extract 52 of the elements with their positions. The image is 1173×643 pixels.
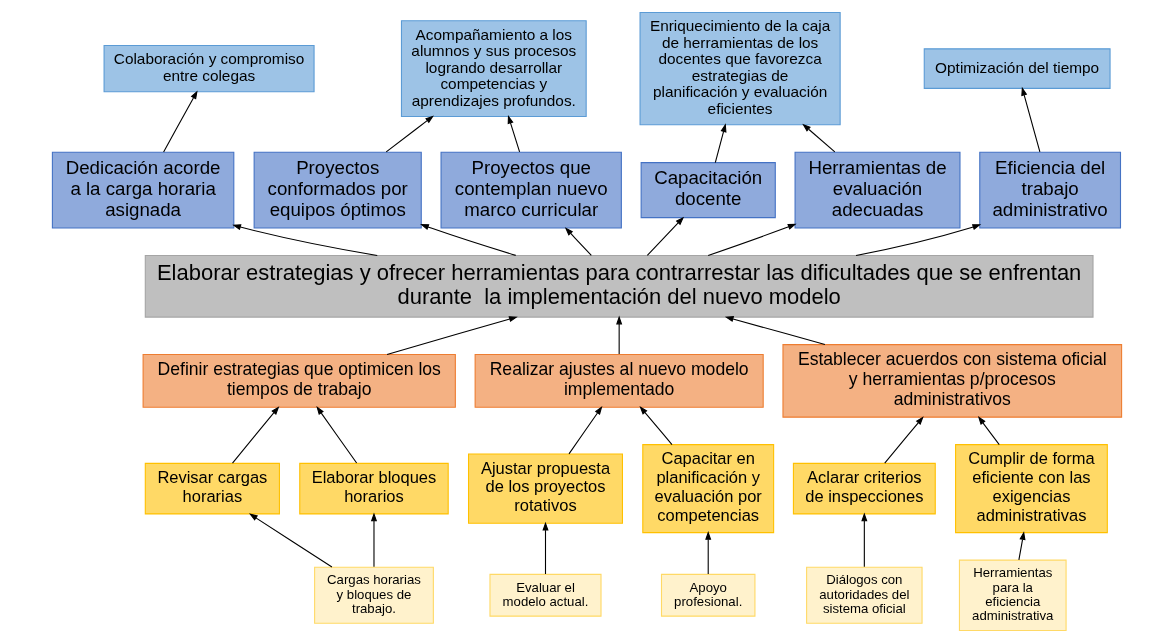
arrow [1020, 86, 1040, 153]
arrow [646, 216, 684, 257]
arrow [977, 416, 1000, 446]
arrow [638, 406, 673, 446]
node-box: Ajustar propuesta de los proyectos rotativos [467, 453, 623, 524]
node-box: Realizar ajustes al nuevo modelo implementado [474, 353, 764, 408]
node-box: Revisar cargas horarias [144, 462, 280, 515]
node-box: Elaborar bloques horarios [298, 462, 449, 515]
arrow [315, 406, 357, 464]
arrow [855, 224, 981, 257]
node-box: Herramientas para la eficiencia administrativa [958, 559, 1067, 631]
arrow [507, 114, 520, 153]
arrow [231, 406, 279, 464]
node-box: Capacitación docente [640, 162, 776, 219]
arrow [564, 227, 592, 257]
node-box: Eficiencia del trabajo administrativo [978, 151, 1121, 229]
arrow [615, 315, 622, 355]
node-box: Herramientas de evaluación adecuadas [794, 151, 961, 229]
node-box: Establecer acuerdos con sistema oficial y herramientas p/procesos administrativos [781, 344, 1122, 418]
node-box: Dedicación acorde a la carga horaria asignada [51, 151, 234, 229]
arrow [714, 123, 726, 164]
node-box: Evaluar el modelo actual. [488, 573, 602, 617]
node-box: Acompañamiento a los alumnos y sus procesos logrando desarrollar competencias y aprendizajes profundos. [400, 20, 587, 117]
arrow [704, 531, 711, 575]
node-box: Apoyo profesional. [660, 573, 755, 617]
node-box: Colaboración y compromiso entre colegas [103, 45, 315, 93]
node-box: Proyectos que contemplan nuevo marco curricular [440, 151, 622, 229]
node-box: Capacitar en planificación y evaluación por competencias [641, 444, 774, 534]
arrow [567, 405, 602, 455]
arrow [1017, 531, 1025, 561]
arrow [707, 223, 797, 256]
node-box: Proyectos conformados por equipos óptimos [253, 151, 422, 229]
arrow [419, 224, 516, 256]
node-box: Elaborar estrategias y ofrecer herramientas para contrarrestar las dificultades que se enfrentan durante la implementación del nuevo modelo [144, 255, 1094, 318]
node-box: Diálogos con autoridades del sistema oficial [805, 566, 923, 624]
arrow [883, 416, 924, 464]
arrow [724, 316, 825, 345]
node-box: Definir estrategias que optimicen los tiempos de trabajo [142, 353, 456, 408]
arrow [370, 512, 377, 568]
arrow [386, 316, 518, 355]
node-box: Cargas horarias y bloques de trabajo. [313, 566, 434, 624]
arrow [860, 512, 867, 568]
node-box: Aclarar criterios de inspecciones [792, 462, 936, 515]
arrow [801, 123, 835, 153]
node-box: Cumplir de forma eficiente con las exigencias administrativas [954, 444, 1108, 534]
node-box: Enriquecimiento de la caja de herramientas de los docentes que favorezca estrategias de planificación y evaluación eficientes [639, 12, 841, 126]
arrow [385, 115, 434, 153]
arrow [162, 90, 198, 153]
arrow [248, 513, 332, 568]
arrow [541, 521, 549, 575]
arrow [231, 224, 378, 257]
node-box: Optimización del tiempo [923, 48, 1111, 89]
